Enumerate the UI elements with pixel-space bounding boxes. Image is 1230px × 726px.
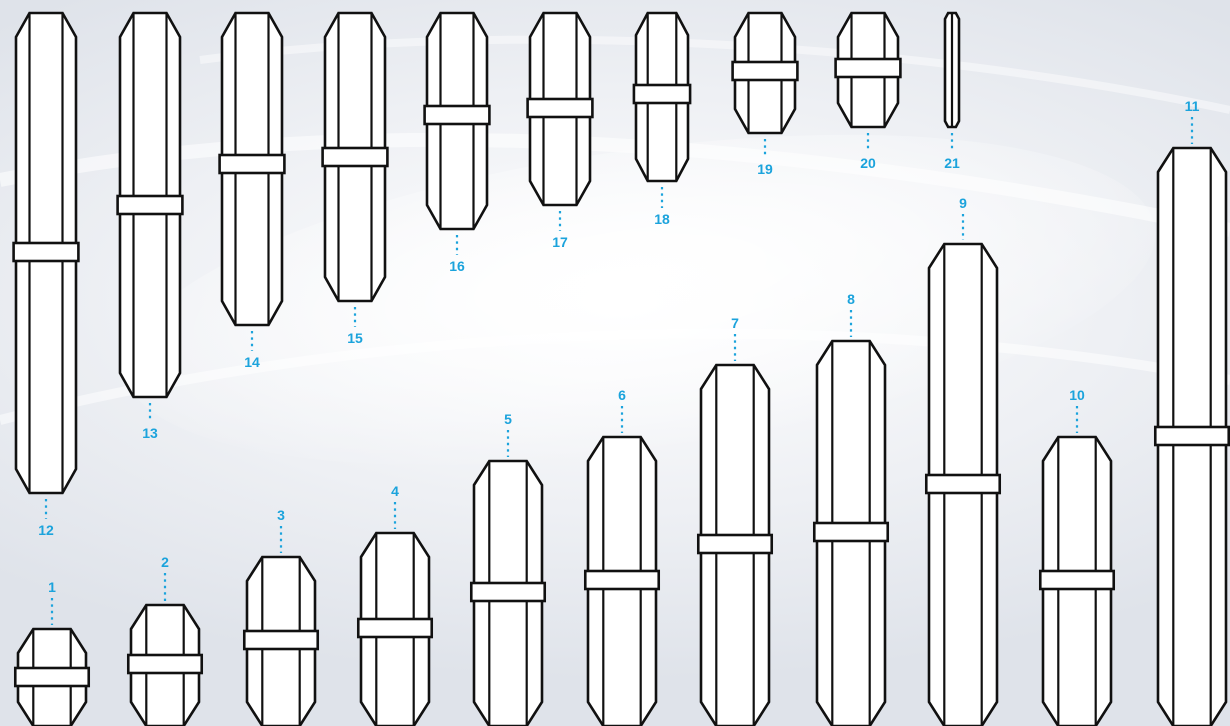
crystal-band (926, 475, 999, 493)
crystal-band (814, 523, 887, 541)
crystal-4: 4 (358, 483, 431, 726)
crystal-band (244, 631, 317, 649)
crystal-number-label: 9 (959, 195, 967, 211)
crystal-band (425, 106, 490, 124)
crystal-number-label: 13 (142, 425, 158, 441)
crystal-number-label: 1 (48, 579, 56, 595)
crystal-band (698, 535, 771, 553)
crystal-band (733, 62, 798, 80)
crystal-2: 2 (128, 554, 201, 726)
crystal-band (118, 196, 183, 214)
crystal-number-label: 6 (618, 387, 626, 403)
crystal-number-label: 17 (552, 234, 568, 250)
crystal-band (128, 655, 201, 673)
crystal-number-label: 20 (860, 155, 876, 171)
crystal-7: 7 (698, 315, 771, 726)
crystal-1: 1 (15, 579, 88, 726)
crystal-band (836, 59, 901, 77)
crystal-band (358, 619, 431, 637)
crystal-band (585, 571, 658, 589)
crystal-number-label: 5 (504, 411, 512, 427)
crystal-number-label: 10 (1069, 387, 1085, 403)
crystal-number-label: 3 (277, 507, 285, 523)
crystal-band (15, 668, 88, 686)
crystal-number-label: 2 (161, 554, 169, 570)
crystal-band (471, 583, 544, 601)
crystal-band (323, 148, 388, 166)
crystal-number-label: 16 (449, 258, 465, 274)
crystal-number-label: 7 (731, 315, 739, 331)
crystal-8: 8 (814, 291, 887, 726)
crystal-number-label: 4 (391, 483, 399, 499)
crystal-9: 9 (926, 195, 999, 726)
crystal-band (634, 85, 690, 103)
crystal-number-label: 21 (944, 155, 960, 171)
crystal-number-label: 8 (847, 291, 855, 307)
crystal-band (220, 155, 285, 173)
crystal-10: 10 (1040, 387, 1113, 726)
crystal-number-label: 19 (757, 161, 773, 177)
crystal-14: 14 (220, 13, 285, 370)
crystal-band (528, 99, 593, 117)
crystal-band (1040, 571, 1113, 589)
crystal-number-label: 15 (347, 330, 363, 346)
crystal-3: 3 (244, 507, 317, 726)
crystal-band (14, 243, 79, 261)
crystal-number-label: 11 (1185, 98, 1200, 114)
crystal-band (1155, 427, 1228, 445)
crystal-13: 13 (118, 13, 183, 441)
crystal-number-label: 18 (654, 211, 670, 227)
crystal-11: 11 (1155, 98, 1228, 726)
crystal-number-label: 12 (38, 522, 54, 538)
crystal-12: 12 (14, 13, 79, 538)
crystal-number-label: 14 (244, 354, 260, 370)
